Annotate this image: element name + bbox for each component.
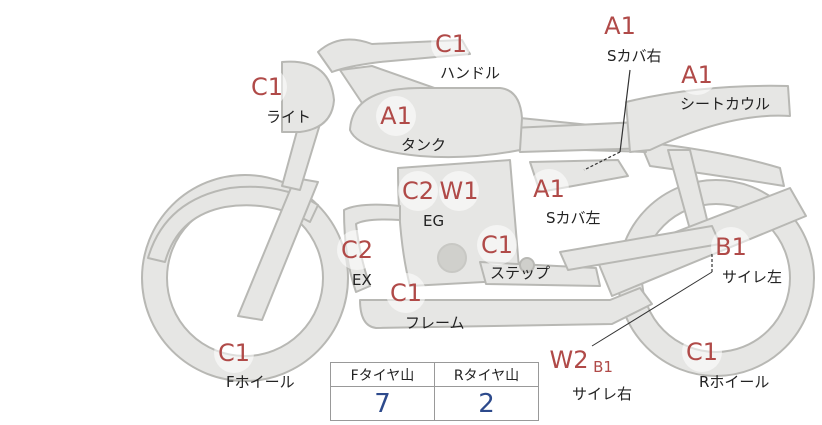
- front-tire-header: Fタイヤ山: [330, 362, 435, 387]
- label-step: ステップ: [490, 264, 551, 282]
- grade-muffler-left: B1: [711, 227, 751, 267]
- label-side-cover-right: Sカバ右: [607, 47, 662, 65]
- grade-engine-2: W1: [439, 171, 479, 211]
- grade-exhaust: C2: [337, 230, 377, 270]
- label-tank: タンク: [401, 136, 447, 154]
- grade-side-cover-left: A1: [529, 169, 569, 209]
- label-engine: EG: [423, 212, 445, 230]
- grade-side-cover-right: A1: [600, 6, 640, 46]
- rear-tire-header: Rタイヤ山: [434, 362, 539, 387]
- grade-muffler-right-2: B1: [590, 354, 616, 380]
- grade-seat-cowl: A1: [677, 55, 717, 95]
- grade-rear-wheel: C1: [682, 332, 722, 372]
- grade-engine-1: C2: [398, 171, 438, 211]
- grade-tank: A1: [376, 96, 416, 136]
- front-tire-value: 7: [330, 386, 435, 421]
- grade-step: C1: [477, 225, 517, 265]
- grade-handle: C1: [431, 24, 471, 64]
- label-rear-wheel: Rホイール: [699, 373, 770, 391]
- grade-light: C1: [247, 67, 287, 107]
- grade-front-wheel: C1: [214, 333, 254, 373]
- label-seat-cowl: シートカウル: [680, 95, 771, 113]
- grade-muffler-right: W2: [549, 340, 589, 380]
- rear-tire-value: 2: [434, 386, 539, 421]
- tire-tread-table: Fタイヤ山 Rタイヤ山 7 2: [330, 362, 539, 421]
- label-frame: フレーム: [405, 314, 465, 332]
- label-exhaust: EX: [352, 271, 372, 289]
- label-handle: ハンドル: [440, 64, 501, 82]
- label-muffler-left: サイレ左: [722, 268, 783, 286]
- grade-frame: C1: [386, 273, 426, 313]
- label-side-cover-left: Sカバ左: [546, 209, 601, 227]
- label-light: ライト: [266, 108, 312, 126]
- label-front-wheel: Fホイール: [226, 373, 295, 391]
- label-muffler-right: サイレ右: [572, 385, 633, 403]
